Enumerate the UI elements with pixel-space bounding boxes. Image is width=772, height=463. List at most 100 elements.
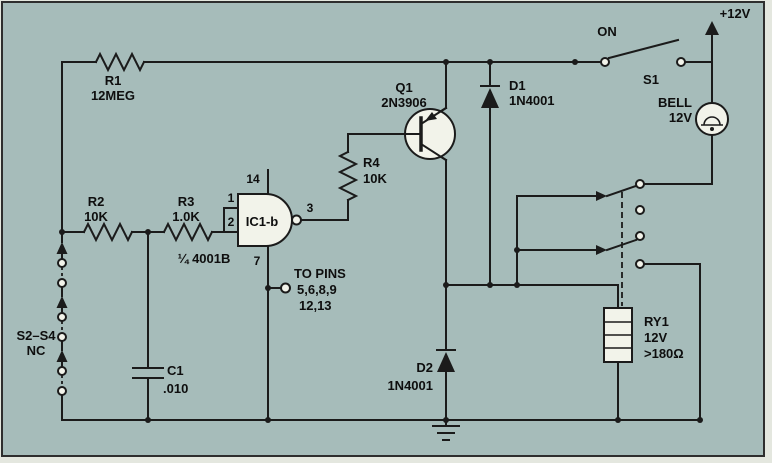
resistor-r4-zigzag bbox=[337, 150, 359, 202]
bell-value-label: 12V bbox=[669, 110, 692, 125]
transistor-pnp-arrow bbox=[425, 112, 437, 121]
junction-dot bbox=[514, 247, 520, 253]
to-pins-terminal bbox=[280, 282, 291, 294]
gate-pin2-label: 2 bbox=[228, 215, 235, 229]
resistor-r4: R4 10K bbox=[337, 150, 387, 202]
junction-dot bbox=[443, 282, 449, 288]
junction-dot bbox=[145, 229, 151, 235]
capacitor-plates bbox=[132, 367, 164, 379]
loop-arrow-3 bbox=[56, 350, 68, 362]
bell-ref-label: BELL bbox=[658, 95, 692, 110]
junction-dot bbox=[487, 282, 493, 288]
r3-ref-label: R3 bbox=[178, 194, 195, 209]
junction-dot bbox=[572, 59, 578, 65]
junction-dot bbox=[697, 417, 703, 423]
resistor-r2-zigzag bbox=[82, 221, 134, 243]
transistor-body bbox=[404, 108, 456, 160]
wire-gate-area bbox=[211, 133, 349, 421]
capacitor-c1: C1 .010 bbox=[132, 363, 188, 396]
loop-arrow-2 bbox=[56, 296, 68, 308]
c1-value-label: .010 bbox=[163, 381, 188, 396]
relay-coil-stripes bbox=[604, 321, 632, 349]
junction-dot bbox=[615, 417, 621, 423]
bell-clapper bbox=[710, 127, 714, 131]
junction-dot bbox=[265, 417, 271, 423]
junction-dot bbox=[514, 282, 520, 288]
gate-pin1-label: 1 bbox=[228, 191, 235, 205]
panel-background bbox=[1, 1, 765, 457]
s1-blade bbox=[574, 38, 680, 63]
s1-terminal-right bbox=[676, 57, 686, 67]
r1-value-label: 12MEG bbox=[91, 88, 135, 103]
r3-value-label: 1.0K bbox=[172, 209, 200, 224]
r1-ref-label: R1 bbox=[105, 73, 122, 88]
contact-arm-arrow-lower bbox=[596, 245, 607, 255]
loop-switches-s2-s4: S2–S4 NC bbox=[16, 231, 68, 421]
d2-triangle bbox=[437, 352, 455, 372]
power-entry: +12V bbox=[705, 6, 751, 35]
d2-value-label: 1N4001 bbox=[387, 378, 433, 393]
loop-contact-2 bbox=[57, 278, 67, 288]
bell-body bbox=[695, 102, 729, 136]
gate-ic1b: IC1-b ¼ 4001B 1 2 3 14 7 bbox=[178, 172, 314, 268]
resistor-r2: R2 10K bbox=[61, 194, 165, 243]
resistor-r1: R1 12MEG bbox=[91, 51, 146, 103]
ry1-coil-label: >180Ω bbox=[644, 346, 684, 361]
loop-type-label: NC bbox=[27, 343, 46, 358]
relay-coil-ry1: RY1 12V >180Ω bbox=[603, 307, 684, 363]
wire-top-and-rails bbox=[61, 29, 713, 421]
junction-dot bbox=[443, 59, 449, 65]
gate-ref-label: IC1-b bbox=[246, 214, 279, 229]
transistor-q1: Q1 2N3906 bbox=[381, 80, 456, 162]
contact-throw-2 bbox=[635, 205, 645, 215]
loop-arrow-1 bbox=[56, 242, 68, 254]
s1-terminal-left bbox=[600, 57, 610, 67]
resistor-r3-zigzag bbox=[162, 221, 214, 243]
power-label: +12V bbox=[720, 6, 751, 21]
gate-pin14-label: 14 bbox=[246, 172, 260, 186]
contact-arm-arrow-upper bbox=[596, 191, 607, 201]
junction-dots bbox=[59, 59, 703, 423]
loop-contact-3 bbox=[57, 312, 67, 322]
gate-pin7-label: 7 bbox=[254, 254, 261, 268]
diode-d1: D1 1N4001 bbox=[480, 78, 555, 108]
contact-throw-3 bbox=[635, 231, 645, 241]
ry1-ref-label: RY1 bbox=[644, 314, 669, 329]
gate-output-bubble bbox=[291, 214, 302, 226]
to-pins-line3: 12,13 bbox=[299, 298, 332, 313]
wiring bbox=[61, 29, 713, 421]
resistor-r3: R3 1.0K bbox=[162, 194, 214, 243]
bell-icon bbox=[701, 116, 723, 126]
junction-dot bbox=[443, 417, 449, 423]
loop-contact-1 bbox=[57, 258, 67, 268]
loop-refs-label: S2–S4 bbox=[16, 328, 56, 343]
d2-ref-label: D2 bbox=[416, 360, 433, 375]
contact-throw-4 bbox=[635, 259, 645, 269]
bell: BELL 12V bbox=[658, 95, 729, 136]
r2-ref-label: R2 bbox=[88, 194, 105, 209]
r2-value-label: 10K bbox=[84, 209, 108, 224]
loop-contact-5 bbox=[57, 366, 67, 376]
q1-ref-label: Q1 bbox=[395, 80, 412, 95]
gate-pin3-label: 3 bbox=[307, 201, 314, 215]
ry1-value-label: 12V bbox=[644, 330, 667, 345]
d1-ref-label: D1 bbox=[509, 78, 526, 93]
to-pins-line2: 5,6,8,9 bbox=[297, 282, 337, 297]
r4-value-label: 10K bbox=[363, 171, 387, 186]
power-arrow bbox=[705, 21, 719, 35]
switch-s1: ON S1 bbox=[574, 24, 686, 87]
junction-dot bbox=[59, 229, 65, 235]
c1-ref-label: C1 bbox=[167, 363, 184, 378]
wire-middle-right bbox=[445, 61, 701, 421]
resistor-r1-zigzag bbox=[94, 51, 146, 73]
loop-contact-6 bbox=[57, 386, 67, 396]
to-pins-line1: TO PINS bbox=[294, 266, 346, 281]
loop-contact-4 bbox=[57, 332, 67, 342]
junction-dot bbox=[487, 59, 493, 65]
junction-dot bbox=[145, 417, 151, 423]
gate-device-label: ¼ 4001B bbox=[178, 251, 231, 266]
d1-triangle bbox=[481, 88, 499, 108]
s1-ref-label: S1 bbox=[643, 72, 659, 87]
